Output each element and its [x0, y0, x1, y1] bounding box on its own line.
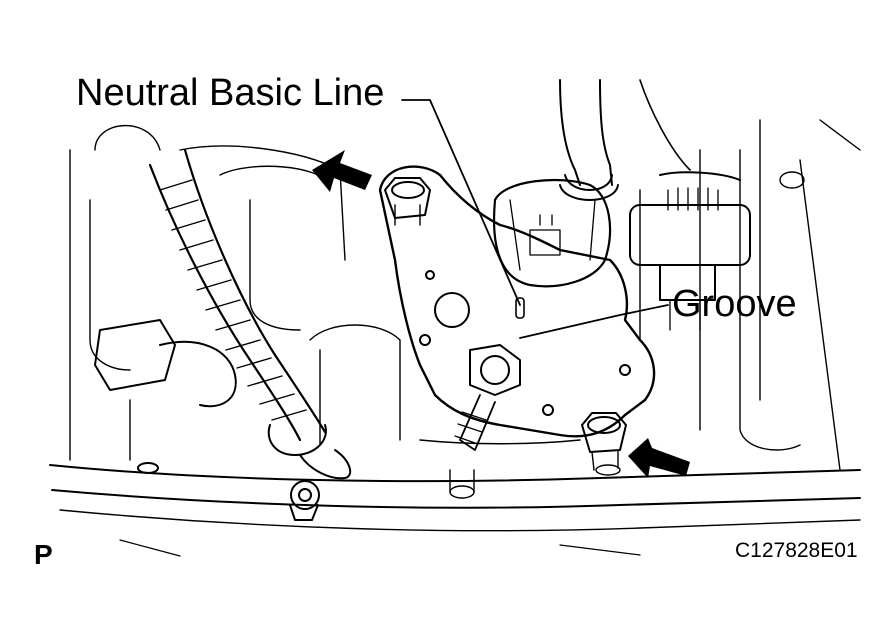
neutral-basic-line-label: Neutral Basic Line: [76, 72, 385, 114]
arrow-upper-icon: [312, 150, 372, 192]
transmission-case: [49, 119, 861, 557]
pan-fixings: [449, 171, 805, 499]
leader-lines: [401, 99, 669, 339]
neutral-start-switch: [378, 165, 656, 451]
harness-connector: [629, 171, 751, 331]
groove-leader: [519, 304, 669, 339]
view-letter: P: [34, 539, 53, 570]
bolt-upper-left: [384, 177, 431, 226]
neutral-basic-line-leader: [401, 99, 521, 306]
arrows: [312, 150, 690, 478]
bolt-lower-right: [581, 412, 627, 476]
groove-label: Groove: [672, 283, 797, 325]
left-fitting: [94, 319, 237, 474]
figure-code: C127828E01: [735, 539, 858, 562]
shift-cable: [148, 148, 352, 521]
